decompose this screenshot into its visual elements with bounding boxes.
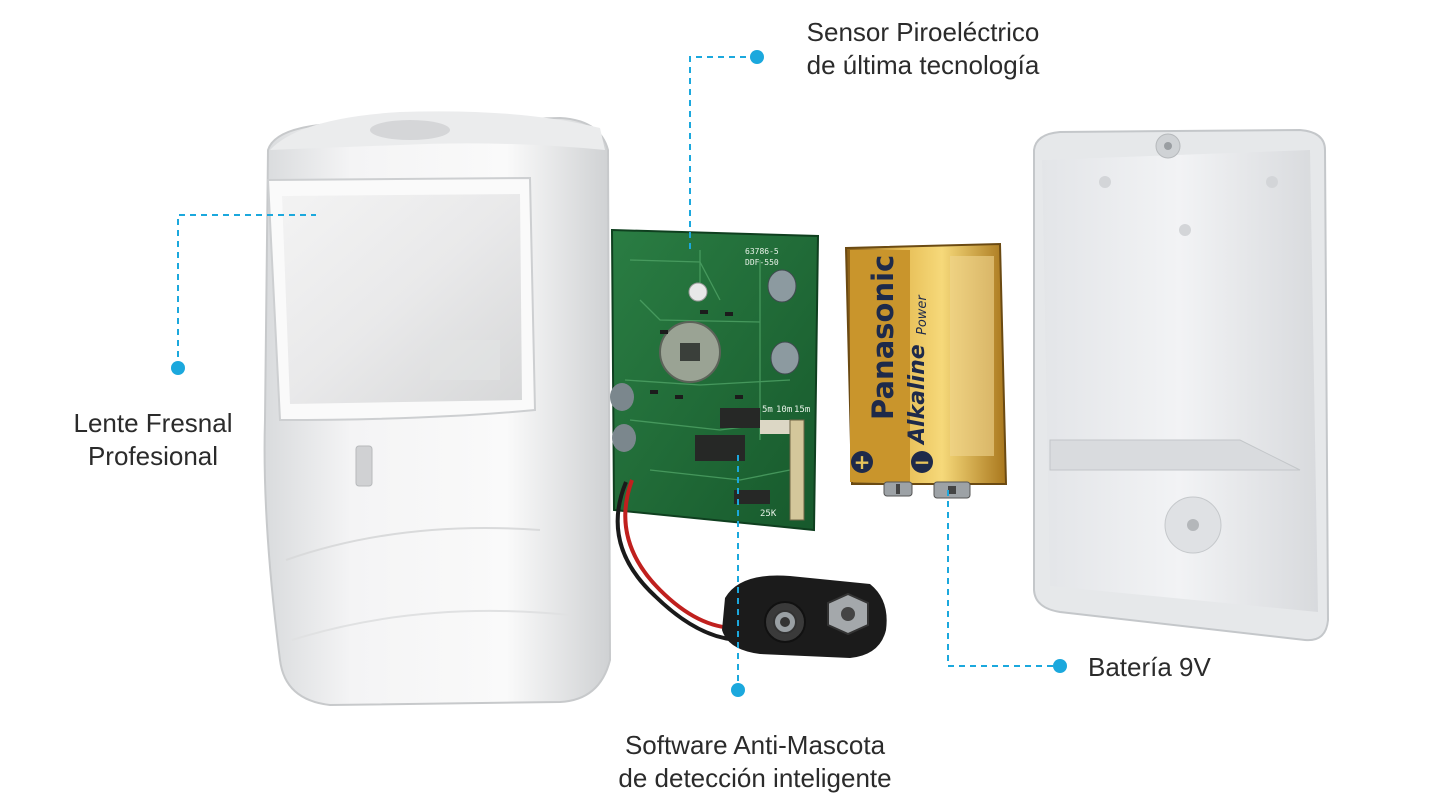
callout-software: Software Anti-Mascota de detección intel…	[590, 729, 920, 795]
plus-glyph: +	[854, 450, 871, 474]
callout-leaders	[177, 56, 1060, 690]
callout-sensor-line1: Sensor Piroeléctrico	[806, 17, 1040, 47]
battery-connector	[615, 479, 887, 658]
callout-battery: Batería 9V	[1088, 651, 1238, 684]
battery-sub: Power	[915, 294, 930, 335]
callout-dot-lens	[171, 361, 185, 375]
pcb-board: 63786-5 DDF-550 5m 10m 15m 25K	[610, 228, 820, 532]
callout-dot-software	[731, 683, 745, 697]
callout-software-line2: de detección inteligente	[618, 763, 892, 793]
pcb-range-5m: 5m	[762, 405, 773, 415]
pcb-range-15m: 15m	[794, 405, 810, 415]
pcb-part-number: 63786-5	[745, 247, 779, 256]
pcb-trim-label: 25K	[760, 509, 777, 519]
back-cover	[1033, 128, 1330, 642]
minus-glyph: −	[914, 450, 931, 474]
callout-sensor: Sensor Piroeléctrico de última tecnologí…	[778, 16, 1068, 82]
pcb-model: DDF-550	[745, 258, 779, 267]
battery-9v: Panasonic Alkaline Power + −	[844, 242, 1008, 499]
callout-dots	[171, 50, 1067, 697]
callout-lens-line1: Lente Fresnal	[73, 408, 233, 438]
battery-line: Alkaline	[905, 344, 930, 446]
detector-housing	[263, 111, 612, 707]
pcb-range-10m: 10m	[776, 405, 792, 415]
callout-dot-sensor	[750, 50, 764, 64]
callout-sensor-line2: de última tecnología	[806, 50, 1040, 80]
battery-brand: Panasonic	[866, 255, 900, 420]
callout-lens: Lente Fresnal Profesional	[58, 407, 248, 473]
callout-dot-battery	[1053, 659, 1067, 673]
callout-software-line1: Software Anti-Mascota	[624, 730, 886, 760]
callout-lens-line2: Profesional	[87, 441, 219, 471]
callout-battery-line1: Batería 9V	[1088, 652, 1211, 682]
